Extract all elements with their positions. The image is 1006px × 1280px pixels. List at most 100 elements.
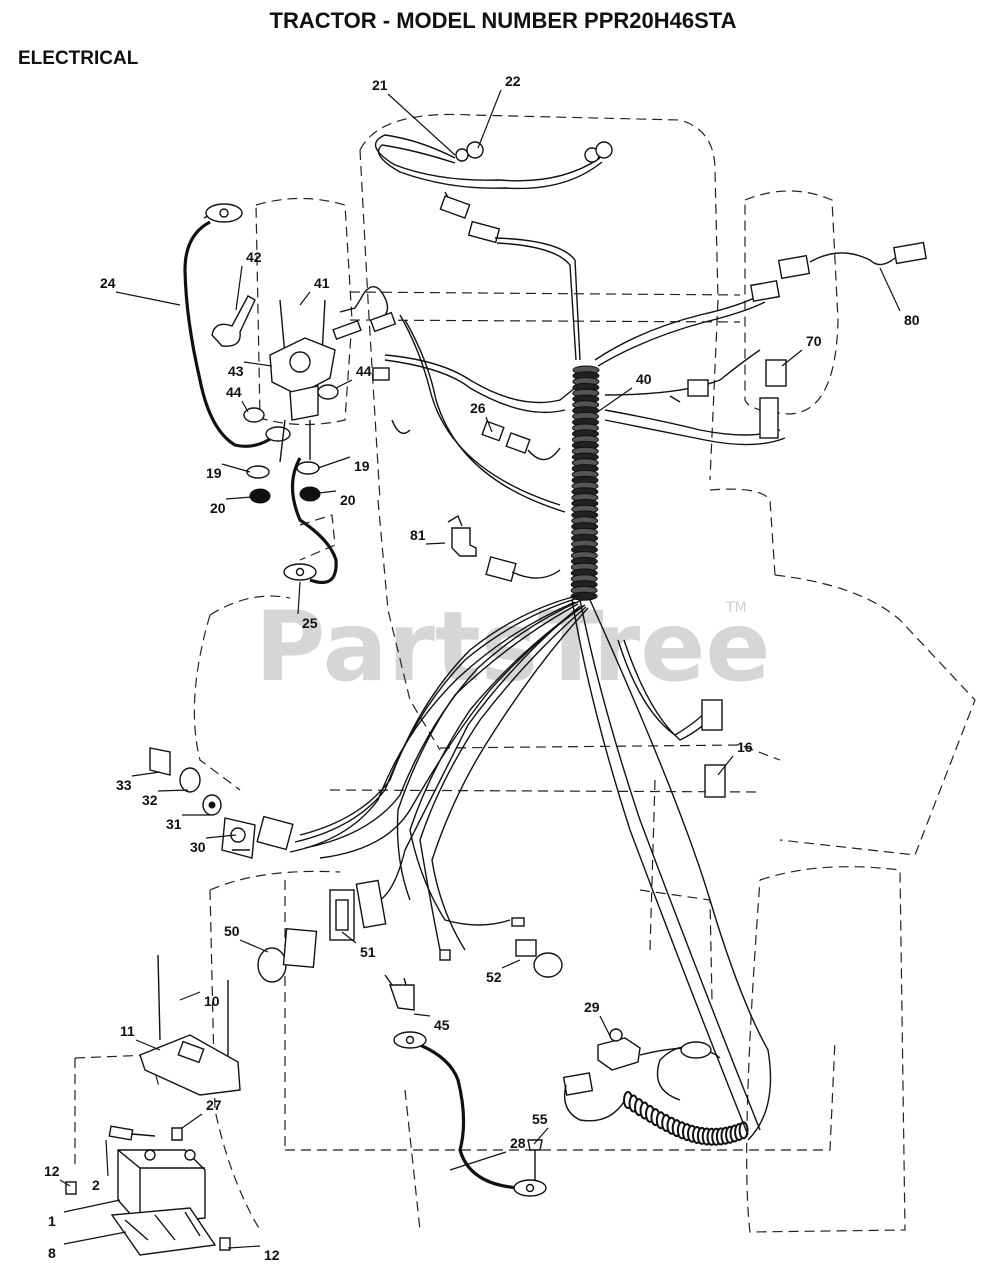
rear-harness	[571, 599, 772, 1141]
leader-line	[243, 361, 273, 367]
callout-11: 11	[120, 1023, 135, 1039]
callout-32: 32	[142, 792, 158, 808]
section-label: ELECTRICAL	[18, 48, 139, 69]
harness-wire	[431, 607, 589, 951]
callout-12: 12	[264, 1247, 280, 1263]
leader-line	[135, 1039, 161, 1051]
tractor-outline	[74, 113, 976, 1233]
leader-line	[501, 959, 521, 969]
leader-line	[225, 496, 253, 500]
upper-left-wiring	[332, 286, 586, 513]
leader-line	[879, 267, 901, 312]
watermark: PartsTree	[255, 591, 770, 703]
leader-line	[717, 755, 734, 776]
callout-31: 31	[166, 816, 182, 832]
callout-42: 42	[246, 249, 262, 265]
callout-44: 44	[226, 384, 242, 400]
callout-20: 20	[210, 500, 226, 516]
leader-line	[221, 463, 251, 473]
leader-line	[341, 931, 357, 944]
callout-81: 81	[410, 527, 426, 543]
harness-wire	[319, 604, 586, 859]
part-81	[447, 514, 477, 557]
leader-line	[297, 581, 301, 615]
callout-25: 25	[302, 615, 318, 631]
leader-line	[131, 771, 161, 777]
leader-line	[239, 939, 269, 953]
callout-55: 55	[532, 1111, 548, 1127]
battery-cable-28	[393, 1031, 547, 1197]
callout-70: 70	[806, 333, 822, 349]
leader-line	[299, 291, 311, 306]
callout-12: 12	[44, 1163, 60, 1179]
connector-mid	[485, 556, 561, 582]
leader-line	[387, 93, 456, 156]
harness-wire	[379, 605, 581, 901]
leader-line	[599, 1015, 611, 1037]
callout-16: 16	[737, 739, 753, 755]
leader-line	[425, 542, 446, 545]
main-harness-coil	[570, 365, 600, 601]
callout-44: 44	[356, 363, 372, 379]
leader-line	[413, 1013, 431, 1017]
callout-19: 19	[354, 458, 370, 474]
coiled-cable	[623, 1091, 749, 1146]
leader-line	[309, 490, 337, 495]
leader-line	[235, 265, 243, 311]
callout-41: 41	[314, 275, 330, 291]
callout-10: 10	[204, 993, 220, 1009]
callout-33: 33	[116, 777, 132, 793]
leader-line	[449, 1151, 507, 1171]
watermark-trademark: TM	[725, 600, 747, 616]
leader-line	[205, 834, 237, 839]
callout-19: 19	[206, 465, 222, 481]
leader-line	[533, 1127, 549, 1145]
callout-43: 43	[228, 363, 244, 379]
part-45	[384, 974, 415, 1011]
harness-wire	[299, 594, 581, 836]
callout-2: 2	[92, 1177, 100, 1193]
harness-wire	[396, 603, 579, 901]
leader-line	[595, 387, 633, 414]
harness-wire	[419, 606, 587, 951]
callout-45: 45	[434, 1017, 450, 1033]
leader-line	[241, 400, 249, 413]
callout-20: 20	[340, 492, 356, 508]
leader-line	[179, 991, 201, 1001]
callout-29: 29	[584, 999, 600, 1015]
right-side-wiring	[594, 241, 927, 446]
callout-51: 51	[360, 944, 376, 960]
leader-line	[477, 89, 502, 149]
callout-8: 8	[48, 1245, 56, 1261]
leader-line	[781, 349, 803, 367]
diagram-title: TRACTOR - MODEL NUMBER PPR20H46STA	[270, 8, 737, 33]
lower-switches	[257, 879, 563, 983]
callout-1: 1	[48, 1213, 56, 1229]
harness-wire	[289, 601, 576, 853]
harness-wire	[409, 605, 584, 926]
harness-bundle	[289, 594, 589, 951]
leader-line	[59, 1179, 71, 1187]
callout-26: 26	[470, 400, 486, 416]
leader-line	[227, 1245, 261, 1249]
leader-line	[317, 456, 351, 469]
callout-21: 21	[372, 77, 388, 93]
callout-24: 24	[100, 275, 116, 291]
cable-25	[283, 457, 338, 585]
callout-80: 80	[904, 312, 920, 328]
callout-27: 27	[206, 1097, 222, 1113]
ground-cable-24	[183, 203, 291, 448]
callout-40: 40	[636, 371, 652, 387]
callout-30: 30	[190, 839, 206, 855]
leader-line	[105, 1139, 109, 1177]
bolt-55	[527, 1139, 543, 1180]
leader-line	[115, 291, 181, 306]
harness-wire	[294, 597, 579, 843]
leader-line	[181, 1113, 203, 1129]
leader-line	[485, 416, 493, 433]
leader-line	[63, 1231, 127, 1245]
solenoid-assembly	[211, 295, 339, 504]
leader-line	[63, 1199, 121, 1213]
